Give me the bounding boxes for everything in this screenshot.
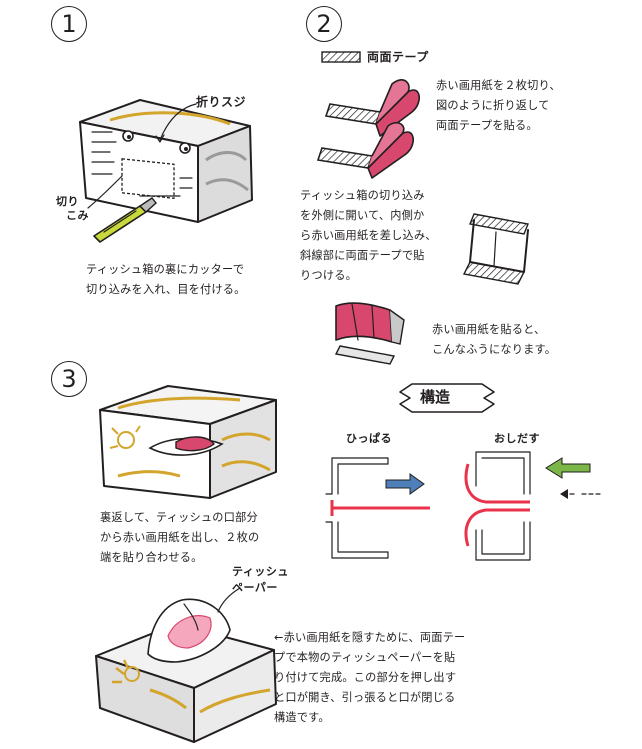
step-2-caption-a-line3: 両面テープを貼る。 (436, 119, 538, 132)
step-3-caption-b: ←赤い画用紙を隠すために、両面テー プで本物のティッシュペーパーを貼 り付けて完… (274, 628, 465, 728)
step-2-caption-b-line5: りつける。 (300, 269, 358, 282)
step-3-caption-a-line3: 端を貼り合わせる。 (100, 551, 203, 564)
step-2-caption-c: 赤い画用紙を貼ると、 こんなふうになります。 (432, 320, 556, 360)
step-3-number-text: 3 (61, 365, 77, 393)
pull-label: ひっぱる (346, 432, 392, 445)
tape-legend-label: 両面テープ (367, 50, 429, 64)
cut-label-line2: こみ (66, 209, 89, 222)
step-3-caption-b-line3: り付けて完成。この部分を押し出す (274, 671, 457, 684)
step-2-caption-b-line3: ら赤い画用紙を差し込み、 (300, 229, 437, 242)
step-2-caption-a: 赤い画用紙を２枚切り、 図のように折り返して 両面テープを貼る。 (436, 76, 561, 136)
step-2-caption-b-line1: ティッシュ箱の切り込み (300, 189, 425, 202)
step-3-caption-a-line1: 裏返して、ティッシュの口部分 (100, 511, 258, 524)
step-3-caption-b-line1: ←赤い画用紙を隠すために、両面テー (274, 631, 466, 644)
step-3-number: 3 (51, 361, 87, 397)
step-2-caption-b: ティッシュ箱の切り込み を外側に開いて、内側か ら赤い画用紙を差し込み、 斜線部… (300, 186, 437, 286)
cut-label-line1: 切り (56, 195, 79, 208)
tissue-paper-label-line1: ティッシュ (232, 565, 289, 578)
cut-label: 切り こみ (56, 195, 89, 223)
fold-line-label: 折りスジ (196, 95, 247, 109)
step-3-caption-b-line2: プで本物のティッシュペーパーを貼 (274, 651, 456, 664)
step-2-caption-c-line1: 赤い画用紙を貼ると、 (432, 323, 546, 336)
step-2-number: 2 (306, 6, 342, 42)
tissue-paper-label: ティッシュ ペーパー (232, 564, 289, 596)
step-1-number-text: 1 (61, 10, 77, 38)
step-1-caption-line2: 切り込みを入れ、目を付ける。 (86, 283, 246, 296)
step-2-caption-b-line4: 斜線部に両面テープで貼 (300, 249, 425, 262)
step-3-caption-a-line2: から赤い画用紙を出し、２枚の (100, 531, 260, 544)
step-1-caption-line1: ティッシュ箱の裏にカッターで (86, 263, 245, 276)
push-label: おしだす (494, 432, 540, 445)
step-2-number-text: 2 (316, 10, 332, 38)
step-1-caption: ティッシュ箱の裏にカッターで 切り込みを入れ、目を付ける。 (86, 260, 246, 300)
step-1-number: 1 (51, 6, 87, 42)
tissue-paper-label-line2: ペーパー (232, 581, 278, 594)
step-3-caption-b-line4: と口が開き、引っ張ると口が閉じる (274, 691, 456, 704)
structure-banner-text: 構造 (420, 388, 451, 406)
step-2-caption-a-line2: 図のように折り返して (436, 99, 550, 112)
step-3-caption-a: 裏返して、ティッシュの口部分 から赤い画用紙を出し、２枚の 端を貼り合わせる。 (100, 508, 259, 568)
step-3-caption-b-line5: 構造です。 (274, 711, 330, 724)
step-2-caption-b-line2: を外側に開いて、内側か (300, 209, 425, 222)
step-2-caption-c-line2: こんなふうになります。 (432, 343, 557, 356)
step-2-caption-a-line1: 赤い画用紙を２枚切り、 (436, 79, 561, 92)
